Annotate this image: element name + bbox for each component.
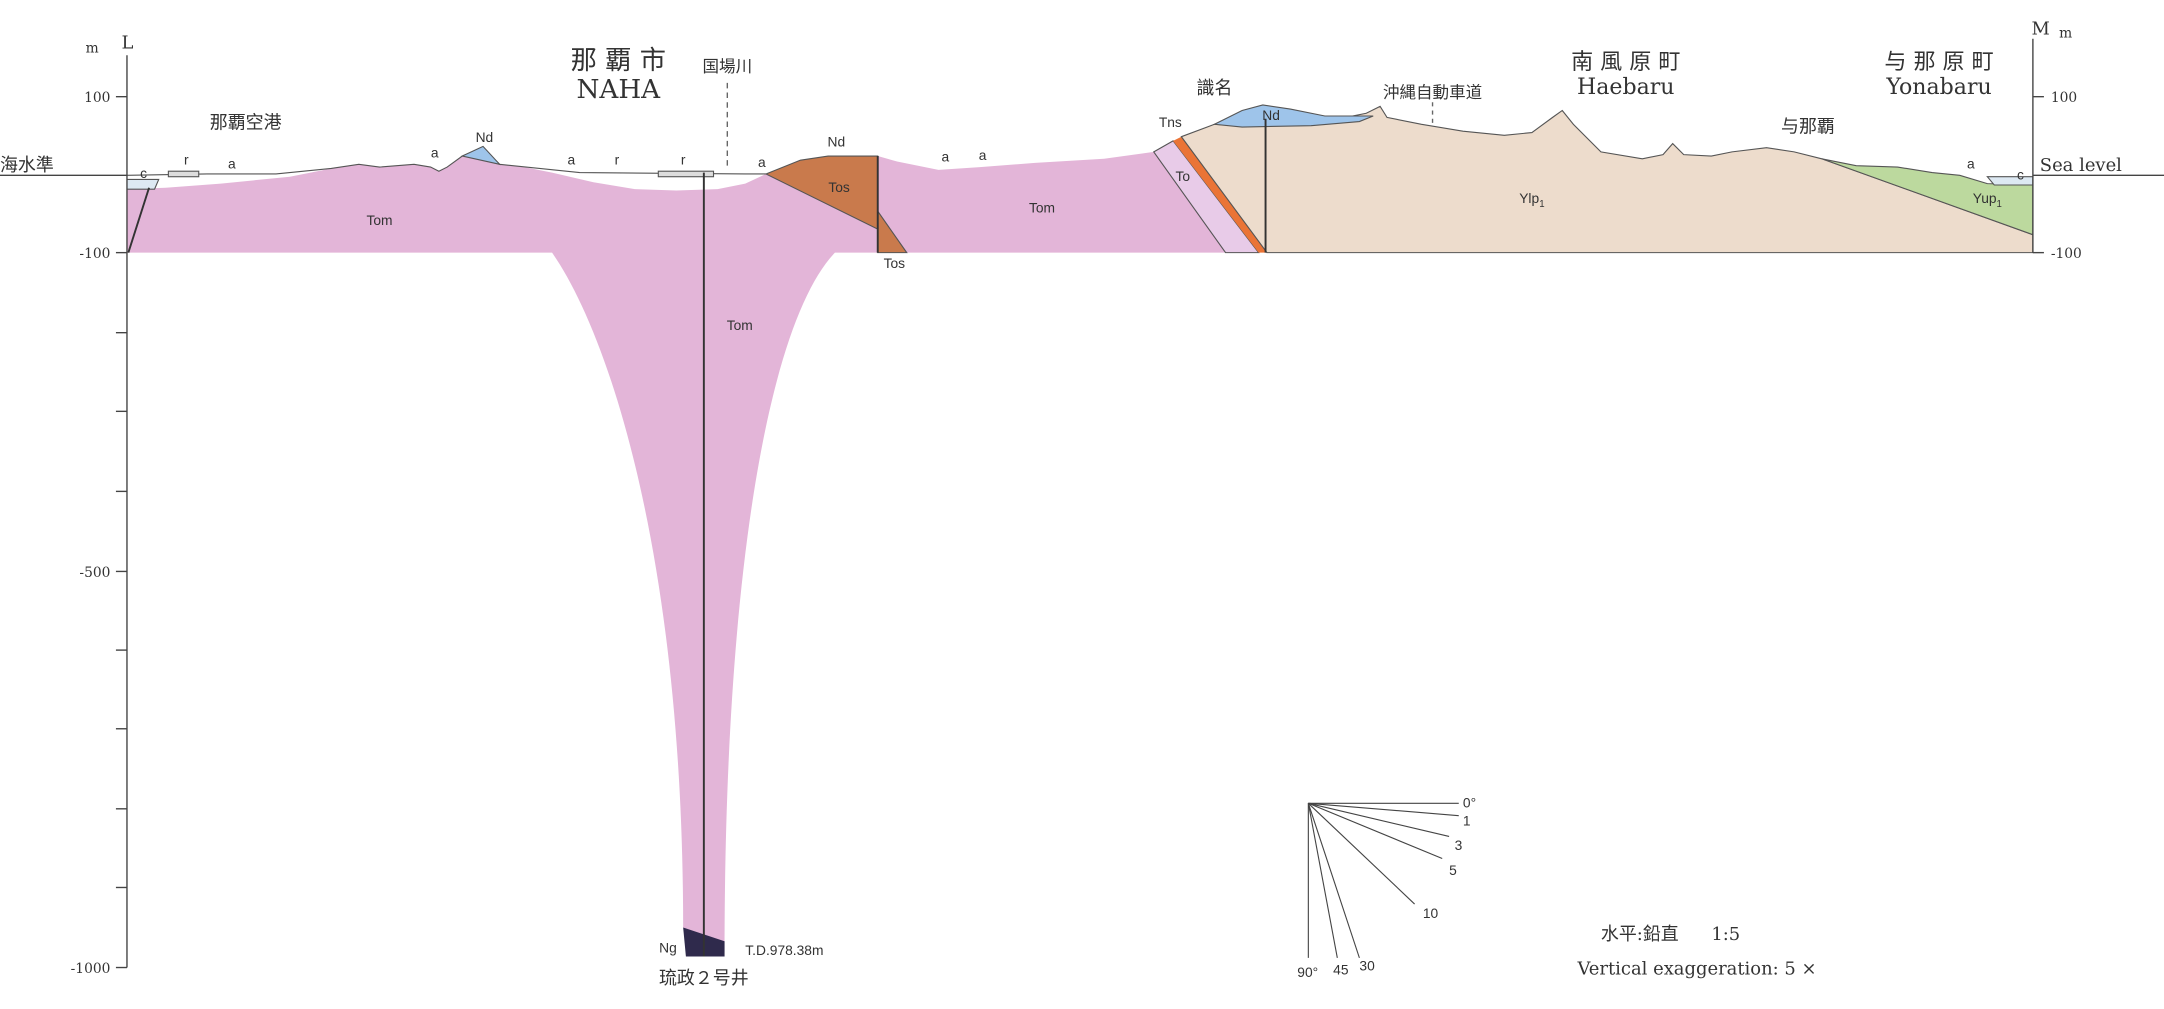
unit-r-right (657, 170, 715, 178)
dip-label: 1 (1463, 813, 1471, 828)
unit-nd-3 (1212, 104, 1374, 128)
unit-tom (126, 147, 1226, 953)
label-ng: Ng (659, 940, 677, 955)
tick-label: -100 (79, 246, 110, 262)
dip-label: 90° (1297, 965, 1318, 980)
scale-ratio-label: 水平:鉛直 (1601, 924, 1679, 945)
tick-label: -500 (79, 565, 110, 581)
ground-surface-left (126, 147, 766, 176)
dip-label: 45 (1333, 962, 1349, 977)
city-name-jp: 那 覇 市 (571, 46, 666, 76)
left-end-label: L (121, 32, 133, 53)
label-r: r (615, 152, 620, 167)
place-airport: 那覇空港 (210, 112, 282, 133)
well-name: 琉政２号井 (659, 968, 749, 989)
label-tns: Tns (1159, 115, 1182, 130)
label-r: r (681, 152, 686, 167)
unit-c-right (1986, 176, 2034, 186)
label-tom: Tom (727, 318, 753, 333)
tick-label: 100 (84, 90, 110, 106)
sea-level-jp: 海水準 (0, 155, 54, 176)
dip-label: 30 (1359, 958, 1375, 973)
label-nd: Nd (1262, 108, 1280, 123)
label-c: c (140, 166, 147, 181)
label-a: a (1967, 156, 1975, 171)
tick-label: -100 (2051, 246, 2082, 262)
label-tos: Tos (828, 180, 850, 195)
dip-label: 5 (1449, 863, 1457, 878)
label-nd: Nd (828, 134, 846, 149)
town-yonabaru-en: Yonabaru (1885, 75, 1991, 100)
scale-ratio: 1:5 (1711, 924, 1740, 945)
unit-r-left (167, 170, 200, 178)
label-a: a (942, 150, 950, 165)
dip-label: 10 (1423, 906, 1439, 921)
tick-label: 100 (2051, 90, 2077, 106)
label-c: c (2017, 167, 2024, 182)
place-expressway: 沖縄自動車道 (1383, 83, 1482, 102)
label-ylp1: Ylp1 (1519, 191, 1544, 210)
town-haebaru-en: Haebaru (1577, 75, 1675, 100)
place-shikina: 識名 (1197, 78, 1233, 99)
label-nd: Nd (476, 130, 494, 145)
city-name-en: NAHA (576, 75, 661, 105)
dip-angle-scale (1307, 802, 1459, 959)
unit-tos-upper (764, 155, 879, 231)
dip-label: 3 (1455, 838, 1463, 853)
town-haebaru-jp: 南 風 原 町 (1571, 50, 1680, 75)
label-tos: Tos (884, 256, 906, 271)
left-unit: m (86, 41, 99, 57)
label-to: To (1175, 169, 1190, 184)
label-a: a (568, 152, 576, 167)
label-a: a (979, 148, 987, 163)
fault-left (127, 187, 150, 253)
vertical-exaggeration: Vertical exaggeration: 5 × (1576, 958, 1816, 979)
label-tom: Tom (366, 213, 392, 228)
unit-orange-band (1173, 136, 1267, 253)
town-yonabaru-jp: 与 那 原 町 (1884, 50, 1993, 75)
dip-label: 0° (1463, 795, 1476, 810)
unit-nd-1 (460, 145, 502, 166)
tick-label: -1000 (71, 961, 111, 977)
right-axis (2032, 38, 2044, 254)
label-a: a (758, 155, 766, 170)
sea-level-en: Sea level (2040, 155, 2122, 176)
label-a: a (431, 145, 439, 160)
right-end-label: M (2032, 19, 2050, 40)
place-river: 国場川 (702, 57, 752, 76)
total-depth: T.D.978.38m (745, 943, 823, 958)
label-r: r (184, 152, 189, 167)
right-unit: m (2059, 25, 2072, 41)
left-axis (115, 55, 128, 969)
label-yup1: Yup1 (1973, 191, 2002, 210)
unit-ylp1 (1180, 105, 2034, 254)
unit-c-left (126, 178, 160, 190)
label-tom: Tom (1029, 201, 1055, 216)
label-a: a (228, 156, 236, 171)
place-yonaha: 与那覇 (1781, 117, 1835, 138)
